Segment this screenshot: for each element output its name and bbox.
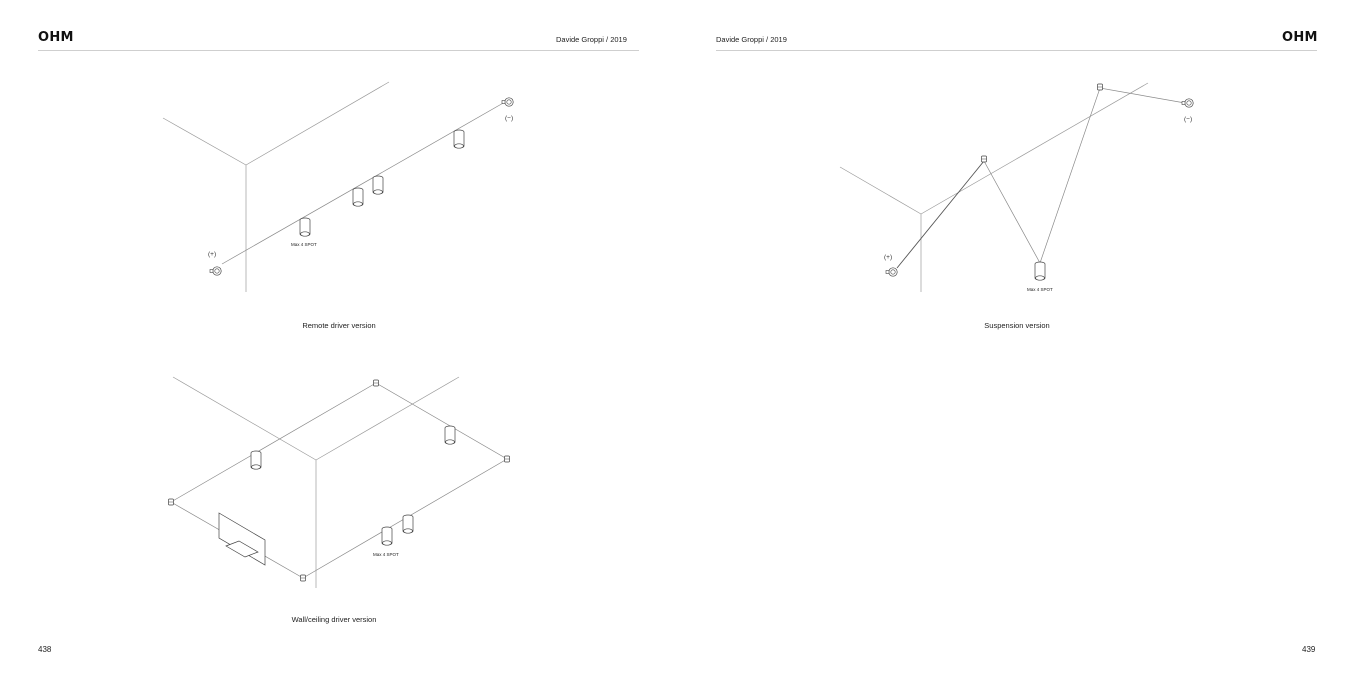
driver-box <box>218 512 266 566</box>
spotlight <box>250 450 262 470</box>
header-rule-left <box>38 50 639 51</box>
spot-limit-note: Max 4 SPOT <box>291 242 317 247</box>
positive-sign: (+) <box>884 254 893 261</box>
designer-credit-left: Davide Groppi / 2019 <box>556 35 627 44</box>
negative-sign: (−) <box>1184 116 1193 123</box>
positive-terminal <box>885 267 898 277</box>
brand-title-right: OHM <box>1282 30 1318 45</box>
positive-sign: (+) <box>208 251 217 258</box>
brand-title-left: OHM <box>38 30 74 45</box>
ceiling-edges <box>162 81 390 166</box>
spotlight <box>299 217 311 237</box>
cable-clamp <box>981 155 987 163</box>
spotlight <box>402 514 414 534</box>
suspension-cable <box>983 87 1186 264</box>
spot-limit-note: Max 4 SPOT <box>1027 287 1053 292</box>
figure-suspension <box>839 82 1194 292</box>
spotlight <box>381 526 393 546</box>
spotlight <box>1034 261 1046 281</box>
spotlight <box>372 175 384 195</box>
page-number-right: 439 <box>1302 645 1316 654</box>
power-cable <box>896 160 985 269</box>
ceiling-edge <box>315 376 460 461</box>
negative-sign: (−) <box>505 115 514 122</box>
spotlight <box>453 129 465 149</box>
ceiling-edge <box>839 166 922 215</box>
negative-terminal <box>501 97 514 107</box>
cable-loop <box>170 382 508 579</box>
ceiling-edge <box>920 82 1149 215</box>
tensioned-cable <box>221 101 506 265</box>
figure-wall-ceiling-driver <box>168 376 510 588</box>
spot-limit-note: Max 4 SPOT <box>373 552 399 557</box>
cable-clamp <box>300 574 306 582</box>
figure-caption: Wall/ceiling driver version <box>291 615 377 624</box>
figure-remote-driver <box>162 81 514 292</box>
page-number-left: 438 <box>38 645 52 654</box>
header-rule-right <box>716 50 1317 51</box>
negative-terminal <box>1181 98 1194 108</box>
positive-terminal <box>209 266 222 276</box>
driver-bracket <box>225 540 259 558</box>
cable-clamp <box>373 379 379 387</box>
figure-caption: Suspension version <box>984 321 1050 330</box>
figure-caption: Remote driver version <box>302 321 376 330</box>
cable-clamp <box>168 498 174 506</box>
ceiling-edge <box>172 376 317 461</box>
cable-clamp <box>1097 83 1103 91</box>
spotlight <box>352 187 364 207</box>
designer-credit-right: Davide Groppi / 2019 <box>716 35 787 44</box>
spotlight <box>444 425 456 445</box>
cable-clamp <box>504 455 510 463</box>
